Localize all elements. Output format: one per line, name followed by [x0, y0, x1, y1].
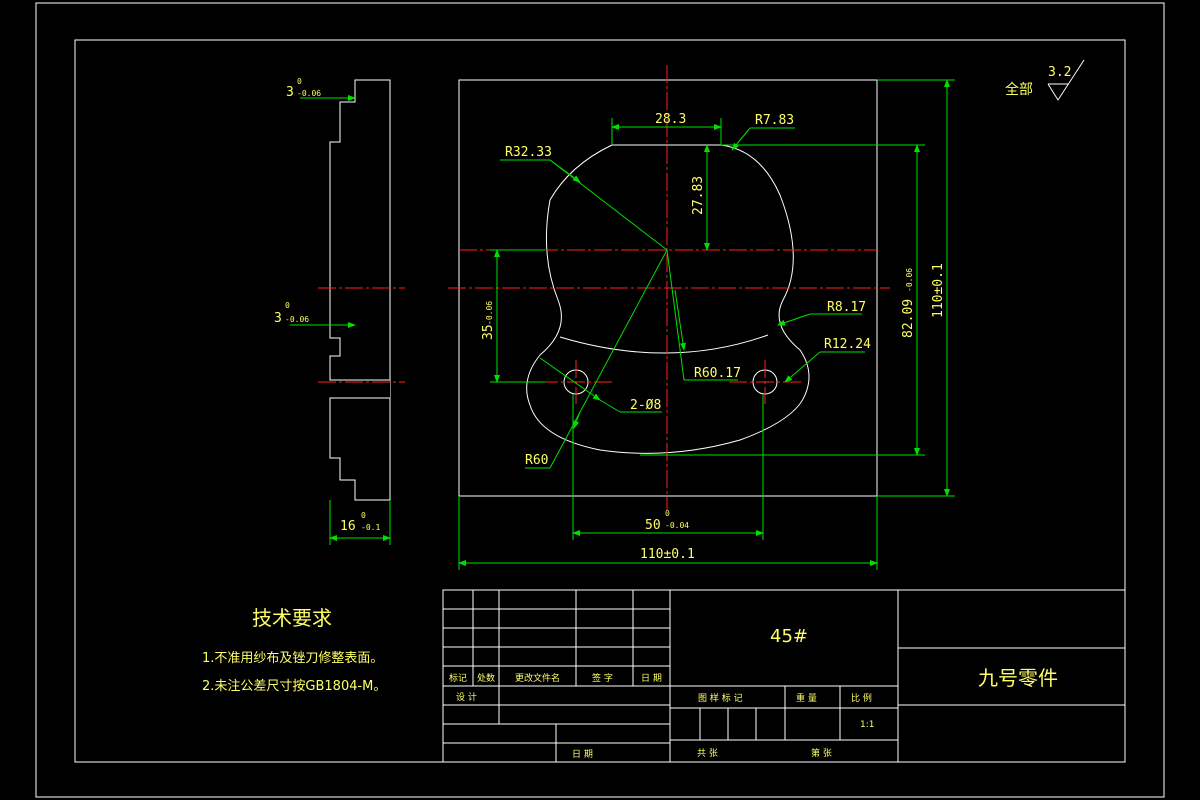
dim-27-83: 27.83 [691, 176, 706, 215]
dim-50-main: 50 [645, 518, 661, 533]
dim-82-main: 82.09 [901, 299, 916, 338]
tech-requirements: 技术要求 1.不准用纱布及锉刀修整表面。 2.未注公差尺寸按GB1804-M。 [202, 606, 386, 694]
section-dim-top-lower: -0.06 [297, 89, 321, 98]
front-view: 28.3 R7.83 R32.33 27.83 35 -0.06 82.09 -… [448, 65, 955, 570]
tb-count-label: 处数 [477, 672, 495, 684]
dim-50-upper: 0 [665, 509, 670, 518]
dim-28-3: 28.3 [655, 112, 686, 127]
section-dim-bottom-main: 16 [340, 519, 356, 534]
tb-design-label: 设 计 [456, 691, 477, 703]
tech-requirements-title: 技术要求 [252, 606, 332, 630]
roughness-symbol: 3.2 全部 [1005, 59, 1085, 101]
tb-weight-label: 重 量 [796, 692, 817, 704]
section-view: 3 0 -0.06 3 0 -0.06 16 0 -0.1 [274, 77, 405, 545]
dim-r60-17: R60.17 [694, 366, 741, 381]
tb-scale-value: 1:1 [860, 720, 874, 730]
dim-82-tol: -0.06 [905, 268, 914, 292]
dim-r7-83: R7.83 [755, 113, 794, 128]
tb-part-name: 九号零件 [978, 666, 1058, 690]
section-dim-bottom-lower: -0.1 [361, 523, 380, 532]
section-dim-bottom-upper: 0 [361, 511, 366, 520]
dim-r60: R60 [525, 453, 548, 468]
outer-sheet-border [35, 2, 1165, 798]
dim-35-main: 35 [481, 324, 496, 340]
part-profile [526, 144, 810, 454]
tb-drawing-mark-label: 图 样 标 记 [698, 692, 743, 704]
tb-scale-label: 比 例 [851, 692, 872, 704]
inner-arc [559, 334, 769, 354]
dim-35-tol: -0.06 [485, 301, 494, 325]
tb-date-bottom-label: 日 期 [572, 749, 593, 760]
section-dim-top-upper: 0 [297, 77, 302, 86]
section-dim-top-main: 3 [286, 85, 294, 100]
roughness-label: 全部 [1005, 81, 1033, 98]
tb-mark-label: 标记 [449, 672, 467, 684]
dim-r32-33: R32.33 [505, 145, 552, 160]
tb-sheets-label: 共 张 [697, 748, 718, 759]
tech-requirement-2: 2.未注公差尺寸按GB1804-M。 [202, 679, 386, 694]
section-dim-mid-main: 3 [274, 311, 282, 326]
dim-110-vertical: 110±0.1 [931, 263, 946, 318]
dim-holes: 2-Ø8 [630, 398, 661, 413]
section-dim-mid-lower: -0.06 [285, 315, 309, 324]
dim-r12-24: R12.24 [824, 337, 871, 352]
section-dim-mid-upper: 0 [285, 301, 290, 310]
dim-110-horizontal: 110±0.1 [640, 547, 695, 562]
dim-50-lower: -0.04 [665, 521, 689, 530]
roughness-value: 3.2 [1048, 65, 1071, 80]
tb-sheet-label: 第 张 [811, 747, 832, 759]
section-profile [329, 79, 391, 501]
tb-material: 45# [770, 626, 808, 647]
tb-date-label: 日 期 [641, 673, 662, 684]
dim-r8-17: R8.17 [827, 300, 866, 315]
tb-sign-label: 签 字 [592, 672, 613, 684]
title-block: 标记 处数 更改文件名 签 字 日 期 设 计 日 期 45# 九号零件 图 样… [442, 589, 1126, 763]
tech-requirement-1: 1.不准用纱布及锉刀修整表面。 [202, 651, 383, 666]
tb-change-doc-label: 更改文件名 [515, 672, 560, 684]
